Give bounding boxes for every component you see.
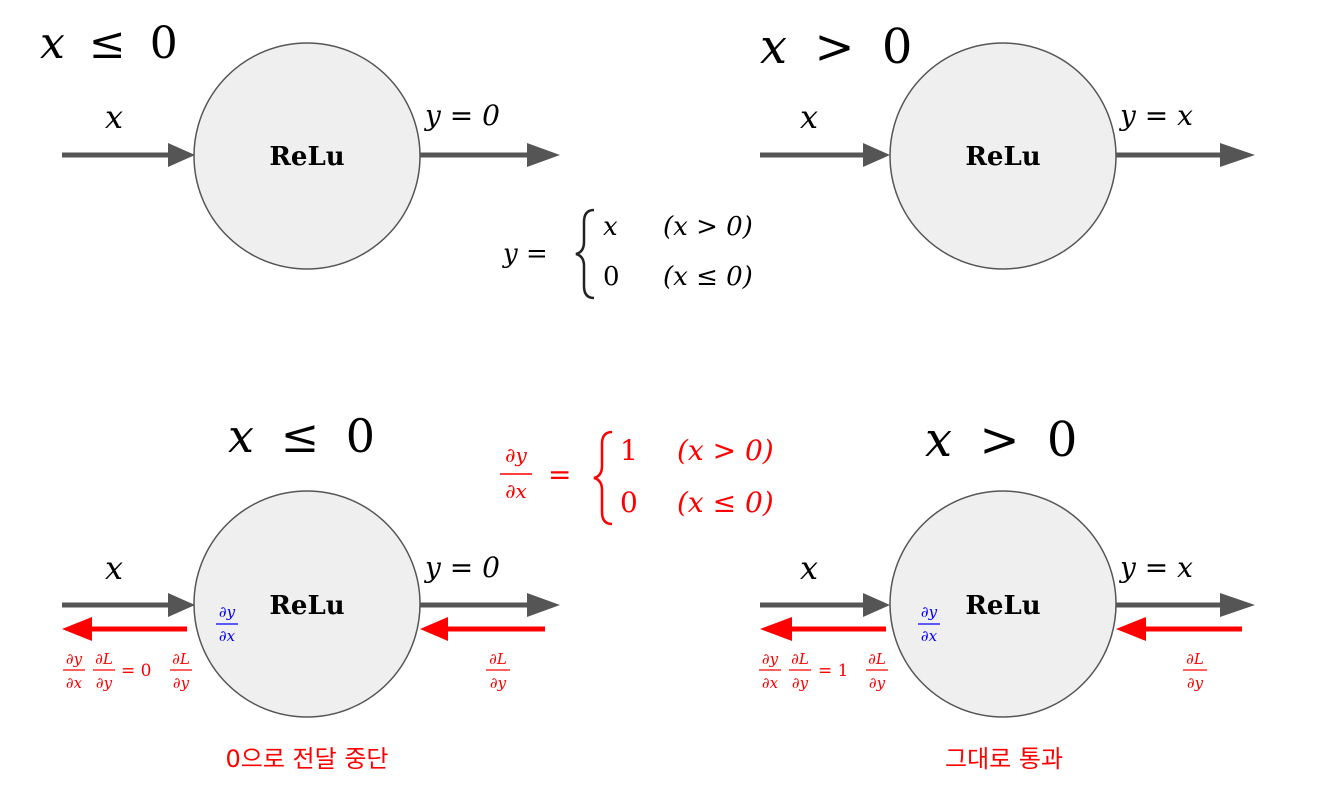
forward-left-output-label: y = 0: [423, 99, 500, 132]
backward-right-local-grad-numerator: ∂y: [921, 603, 938, 621]
backward-right-result-expression: ∂y ∂x ∂L ∂y = 1 ∂L ∂y: [759, 650, 888, 692]
forward-right-input-label: x: [800, 98, 818, 136]
backward-left-output-label: y = 0: [423, 551, 500, 584]
forward-left-node-label: ReLu: [269, 142, 344, 172]
backward-right-downstream-arrowhead: [760, 617, 792, 641]
backward-right-result-factor: = 1: [818, 661, 848, 681]
backward-right-result-dldy-num: ∂L: [791, 650, 809, 668]
backward-left-upstream-numerator: ∂L: [489, 650, 507, 668]
backward-formula-lhs-denominator: ∂x: [505, 479, 527, 503]
backward-right-input-label: x: [800, 549, 818, 587]
forward-left-input-label: x: [105, 98, 123, 136]
backward-right-result-dl-num: ∂L: [868, 650, 886, 668]
forward-formula-brace: [575, 208, 595, 300]
backward-right-upstream-arrowhead: [1116, 617, 1146, 641]
forward-right-condition: x > 0: [760, 19, 912, 75]
backward-left-upstream-arrowhead: [420, 617, 448, 641]
forward-formula-lhs: y =: [502, 239, 548, 269]
forward-right-panel: x > 0 x ReLu y = x: [760, 19, 1255, 270]
backward-formula-eq: =: [548, 458, 571, 491]
backward-right-output-label: y = x: [1118, 551, 1193, 584]
backward-right-output-arrowhead: [1220, 593, 1255, 617]
forward-left-input-arrowhead: [168, 143, 195, 167]
backward-left-result-factor: = 0: [121, 661, 151, 681]
backward-left-result-dldy-den: ∂y: [96, 674, 113, 692]
backward-left-input-label: x: [105, 549, 123, 587]
backward-formula-case1-value: 1: [620, 434, 638, 467]
backward-left-local-grad-numerator: ∂y: [219, 603, 236, 621]
backward-right-panel: x > 0 x ReLu ∂y ∂x y = x ∂L ∂y ∂y ∂x ∂L …: [759, 412, 1255, 773]
backward-left-downstream-arrowhead: [62, 617, 92, 641]
backward-left-node-label: ReLu: [269, 591, 344, 621]
forward-formula-case1-value: x: [603, 212, 618, 242]
backward-left-input-arrowhead: [168, 593, 195, 617]
backward-right-result-dl-den: ∂y: [869, 674, 886, 692]
backward-right-caption: 그대로 통과: [945, 745, 1063, 773]
backward-right-input-arrowhead: [863, 593, 890, 617]
forward-right-input-arrowhead: [863, 143, 890, 167]
forward-left-output-arrowhead: [527, 143, 560, 167]
backward-formula: ∂y ∂x = 1 (x > 0) 0 (x ≤ 0): [500, 430, 774, 526]
forward-right-output-arrowhead: [1220, 143, 1255, 167]
backward-left-result-dldy-num: ∂L: [95, 650, 113, 668]
backward-right-result-dydx-den: ∂x: [762, 674, 779, 692]
forward-right-node-label: ReLu: [965, 142, 1040, 172]
backward-right-result-dldy-den: ∂y: [792, 674, 809, 692]
backward-left-panel: x ≤ 0 x ReLu ∂y ∂x y = 0 ∂L ∂y ∂y ∂x ∂L …: [62, 409, 560, 773]
forward-formula-case2-condition: (x ≤ 0): [663, 262, 753, 292]
backward-formula-case1-condition: (x > 0): [677, 434, 774, 467]
backward-left-result-dydx-num: ∂y: [66, 650, 83, 668]
backward-formula-brace: [593, 430, 613, 526]
backward-left-condition: x ≤ 0: [228, 409, 375, 463]
backward-left-local-grad-denominator: ∂x: [219, 627, 236, 645]
forward-left-panel: x ≤ 0 x ReLu y = 0: [40, 18, 560, 270]
backward-right-upstream-numerator: ∂L: [1186, 650, 1204, 668]
backward-right-upstream-denominator: ∂y: [1187, 674, 1204, 692]
backward-right-local-grad-denominator: ∂x: [921, 627, 938, 645]
backward-right-condition: x > 0: [925, 412, 1077, 468]
forward-left-condition: x ≤ 0: [40, 18, 178, 69]
backward-left-result-expression: ∂y ∂x ∂L ∂y = 0 ∂L ∂y: [63, 650, 192, 692]
backward-formula-case2-value: 0: [620, 486, 638, 519]
backward-left-upstream-denominator: ∂y: [490, 674, 507, 692]
backward-formula-lhs-numerator: ∂y: [505, 443, 527, 467]
forward-right-output-label: y = x: [1118, 99, 1193, 132]
backward-left-output-arrowhead: [527, 593, 560, 617]
backward-left-caption: 0으로 전달 중단: [225, 745, 388, 773]
forward-formula: y = x (x > 0) 0 (x ≤ 0): [502, 208, 753, 300]
backward-right-result-dydx-num: ∂y: [762, 650, 779, 668]
backward-left-result-dl-num: ∂L: [172, 650, 190, 668]
forward-formula-case2-value: 0: [603, 262, 620, 292]
forward-formula-case1-condition: (x > 0): [663, 212, 753, 242]
backward-right-node-label: ReLu: [965, 591, 1040, 621]
backward-left-result-dl-den: ∂y: [173, 674, 190, 692]
backward-left-result-dydx-den: ∂x: [66, 674, 83, 692]
backward-formula-case2-condition: (x ≤ 0): [677, 486, 774, 519]
